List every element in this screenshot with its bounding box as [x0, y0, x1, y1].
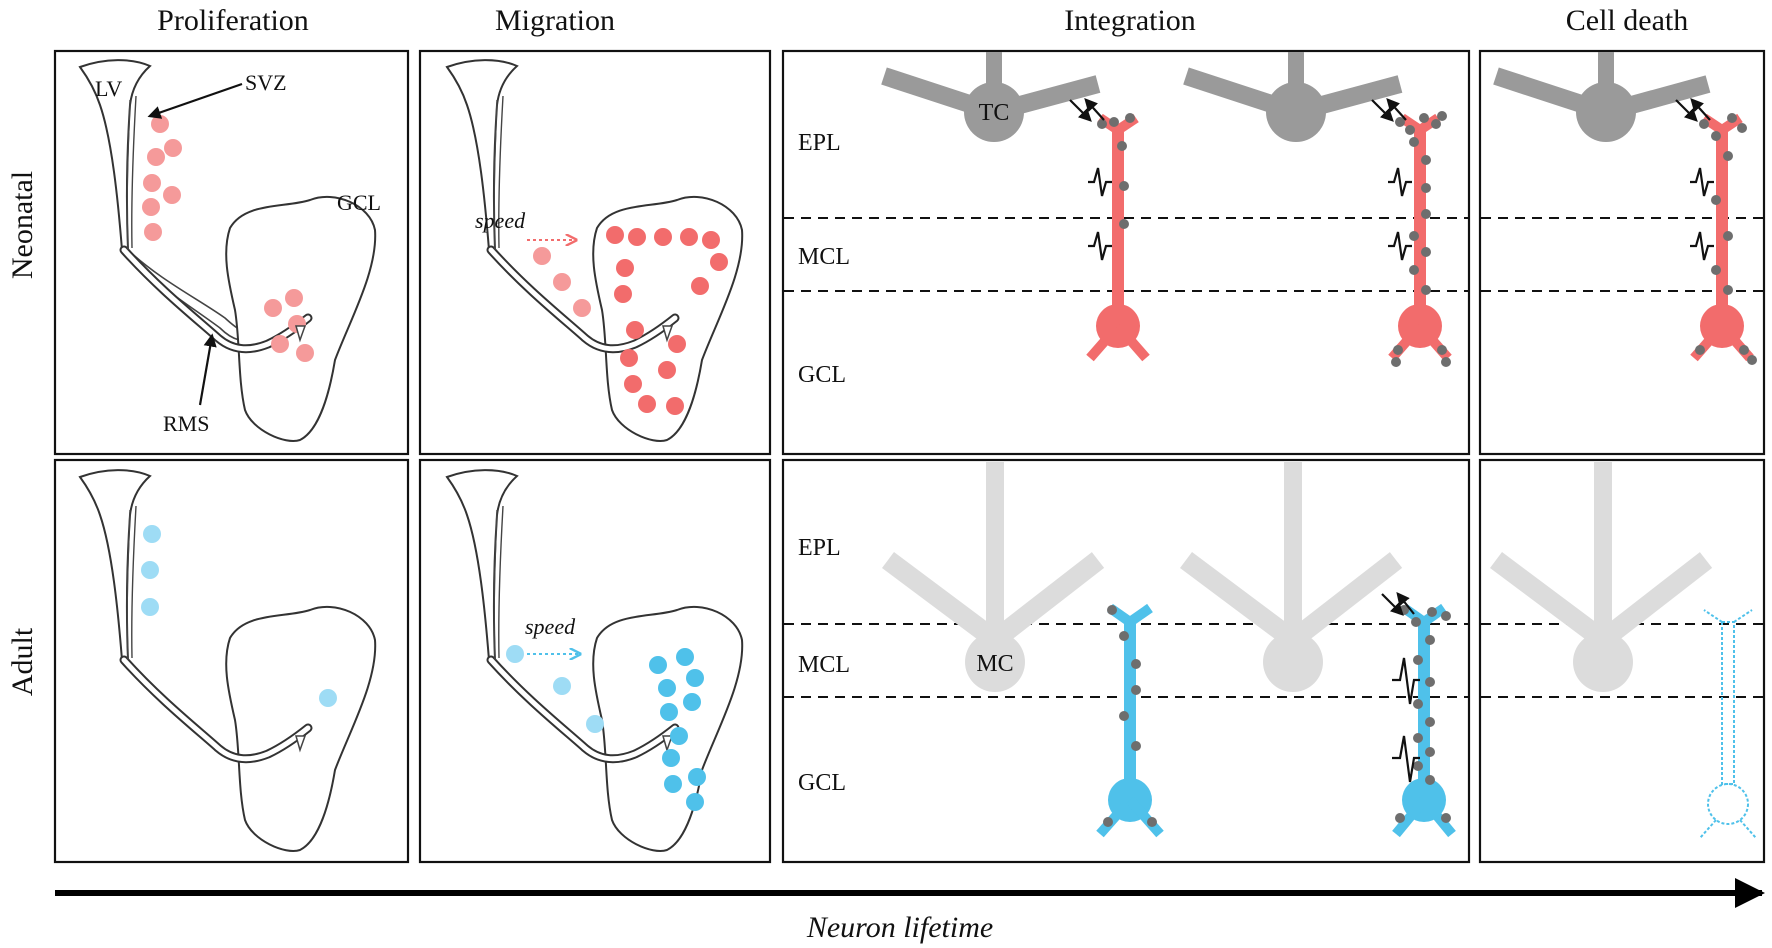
column-header-cell-death: Cell death: [1566, 4, 1688, 37]
synapse-arrows: [1069, 98, 1711, 122]
layer-label-mcl-adult: MCL: [798, 652, 850, 678]
neonatal-migrating-cells-light: [533, 247, 591, 317]
panel-adult-integration: [781, 458, 1471, 864]
tufted-cell: [1493, 52, 1711, 142]
row-label-adult: Adult: [6, 627, 39, 696]
mitral-cell: [1490, 462, 1713, 692]
panel-adult-migration: [418, 458, 772, 864]
timeline-label: Neuron lifetime: [806, 911, 993, 944]
label-rms: RMS: [163, 411, 209, 436]
panel-adult-cell-death: [1478, 458, 1766, 864]
label-lv: LV: [95, 76, 122, 101]
neonatal-proliferation-drawing: LV SVZ GCL RMS: [78, 59, 381, 442]
layer-label-mcl-neonatal: MCL: [798, 244, 850, 270]
label-speed-neonatal: speed: [475, 208, 526, 233]
label-tufted-cell: TC: [979, 100, 1010, 126]
dendritic-spines: [1695, 113, 1757, 365]
column-header-migration: Migration: [495, 4, 615, 37]
neonatal-migrating-cells: [606, 226, 728, 415]
column-header-integration: Integration: [1064, 4, 1196, 37]
panel-neonatal-proliferation: [53, 49, 410, 456]
tufted-cell: [1183, 52, 1403, 142]
rms-terminus-icon: [295, 325, 307, 343]
adult-proliferating-cells: [141, 525, 337, 707]
label-gcl-bulb: GCL: [337, 190, 381, 215]
layer-label-epl-adult: EPL: [798, 535, 841, 561]
layer-label-gcl-adult: GCL: [798, 770, 846, 796]
dendritic-spines: [1097, 113, 1135, 229]
neonatal-proliferating-cells: [142, 115, 314, 362]
granule-cell-adult-1: [1096, 603, 1164, 838]
adult-migrating-cells-light: [506, 645, 604, 733]
synapse-arrow: [1381, 593, 1404, 616]
column-header-proliferation: Proliferation: [157, 4, 309, 37]
svz-arrow: [147, 82, 243, 119]
row-label-neonatal: Neonatal: [6, 171, 39, 279]
neonatal-migration-drawing: speed: [445, 59, 744, 442]
action-potential-icons: [1088, 167, 1714, 261]
adult-migration-drawing: speed: [445, 469, 744, 852]
dendritic-spines: [1391, 111, 1451, 367]
tufted-cell: [881, 52, 1101, 142]
panel-adult-proliferation: [53, 458, 410, 864]
label-speed-adult: speed: [525, 614, 576, 639]
label-svz: SVZ: [245, 70, 287, 95]
layer-label-epl-neonatal: EPL: [798, 130, 841, 156]
mitral-cell: [1180, 462, 1403, 692]
panel-neonatal-cell-death: [1478, 49, 1766, 456]
panel-neonatal-integration: [781, 49, 1471, 456]
adult-proliferation-drawing: [78, 469, 377, 852]
label-mitral-cell: MC: [976, 651, 1013, 677]
granule-cell-neonatal-1: [1086, 113, 1150, 362]
action-potential-icon: [1392, 657, 1420, 705]
rms-arrow: [198, 333, 217, 406]
synapse-arrow: [1396, 591, 1415, 615]
panel-neonatal-migration: [418, 49, 772, 456]
granule-cell-adult-2: [1392, 603, 1456, 838]
dendritic-spines: [1395, 605, 1451, 823]
mitral-cell: [882, 462, 1105, 692]
layer-label-gcl-neonatal: GCL: [798, 362, 846, 388]
dendritic-spines: [1103, 605, 1157, 827]
granule-cell-dying: [1699, 609, 1757, 839]
adult-migrating-cells: [649, 648, 706, 811]
action-potential-icon: [1392, 735, 1420, 783]
granule-cell-neonatal-3: [1690, 113, 1757, 365]
